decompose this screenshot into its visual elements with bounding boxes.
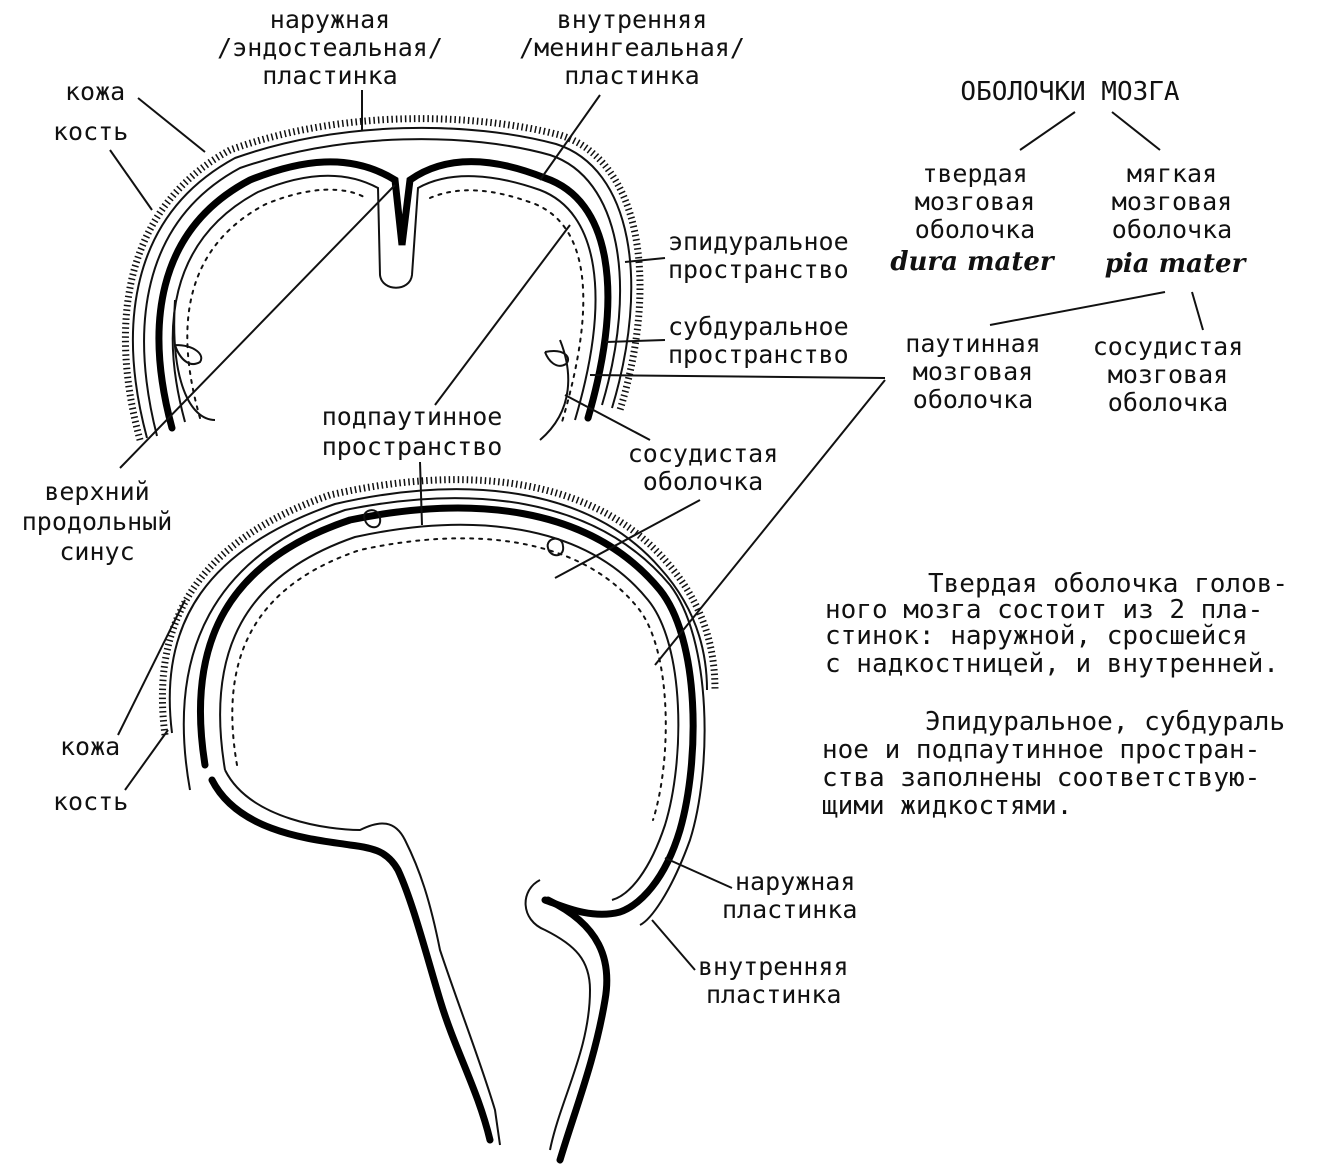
svg-text:с надкостницей, и внутренней.: с надкостницей, и внутренней. — [825, 649, 1279, 679]
svg-text:dura mater: dura mater — [890, 247, 1056, 277]
label-skin-bottom: кожа — [60, 732, 120, 761]
svg-text:мозговая: мозговая — [913, 357, 1033, 386]
label-subdural-space: субдуральное пространство — [668, 312, 849, 369]
svg-text:Эпидуральное, субдураль: Эпидуральное, субдураль — [925, 707, 1285, 737]
svg-text:pia mater: pia mater — [1105, 249, 1248, 279]
brainstem-dura-left — [212, 780, 490, 1140]
label-skin-top: кожа — [65, 77, 125, 106]
arachnoid-sagittal-outer — [184, 498, 705, 925]
svg-text:внутренняя: внутренняя — [698, 952, 849, 981]
label-bone-top: кость — [53, 117, 128, 146]
svg-text:эпидуральное: эпидуральное — [668, 227, 849, 256]
svg-text:субдуральное: субдуральное — [668, 312, 849, 341]
svg-text:твердая: твердая — [922, 159, 1027, 188]
tree-pia-mater: мягкая мозговая оболочка pia mater — [1105, 159, 1248, 279]
svg-text:/менингеальная/: /менингеальная/ — [519, 33, 745, 62]
svg-text:оболочка: оболочка — [643, 467, 763, 496]
tree-title: ОБОЛОЧКИ МОЗГА — [960, 77, 1179, 107]
svg-text:ства заполнены соответствую-: ства заполнены соответствую- — [822, 763, 1260, 793]
svg-text:ное и подпаутинное простран-: ное и подпаутинное простран- — [822, 735, 1260, 765]
svg-text:пластинка: пластинка — [262, 61, 397, 90]
svg-text:мозговая: мозговая — [915, 187, 1035, 216]
svg-text:продольный: продольный — [22, 507, 173, 536]
svg-text:сосудистая: сосудистая — [1093, 332, 1244, 361]
label-outer-plate-bottom: наружная пластинка — [722, 867, 857, 924]
coronal-section-drawing — [125, 119, 640, 440]
note-paragraph-2: Эпидуральное, субдураль ное и подпаутинн… — [822, 707, 1285, 821]
meninges-classification-tree: ОБОЛОЧКИ МОЗГА твердая мозговая оболочка… — [890, 77, 1247, 417]
svg-text:пластинка: пластинка — [722, 895, 857, 924]
tree-dura-mater: твердая мозговая оболочка dura mater — [890, 159, 1056, 277]
svg-text:сосудистая: сосудистая — [628, 439, 779, 468]
svg-text:наружная: наружная — [735, 867, 855, 896]
label-choroid: сосудистая оболочка — [628, 439, 779, 496]
svg-text:синус: синус — [59, 537, 134, 566]
dura-outer-plate — [159, 162, 608, 428]
svg-text:оболочка: оболочка — [1108, 388, 1228, 417]
label-superior-sagittal-sinus: верхний продольный синус — [22, 477, 173, 566]
svg-text:паутинная: паутинная — [905, 329, 1040, 358]
svg-text:мозговая: мозговая — [1108, 360, 1228, 389]
cortex-surface-right — [540, 340, 568, 440]
tree-arachnoid: паутинная мозговая оболочка — [905, 329, 1040, 414]
svg-text:подпаутинное: подпаутинное — [322, 402, 503, 431]
svg-text:пластинка: пластинка — [564, 61, 699, 90]
arachnoid-sagittal-inner — [220, 525, 678, 900]
sagittal-section-drawing — [162, 480, 715, 1160]
svg-text:пространство: пространство — [668, 255, 849, 284]
svg-text:пластинка: пластинка — [706, 980, 841, 1009]
svg-text:стинок: наружной, сросшейся: стинок: наружной, сросшейся — [825, 621, 1248, 651]
svg-text:щими жидкостями.: щими жидкостями. — [822, 791, 1072, 821]
svg-text:оболочка: оболочка — [915, 215, 1035, 244]
label-inner-plate: внутренняя /менингеальная/ пластинка — [519, 5, 745, 90]
pia-dotted-sagittal — [232, 538, 665, 820]
svg-text:наружная: наружная — [270, 5, 390, 34]
svg-text:верхний: верхний — [44, 477, 149, 506]
svg-text:мягкая: мягкая — [1127, 159, 1217, 188]
svg-text:внутренняя: внутренняя — [557, 5, 708, 34]
bone-layer-inner — [144, 139, 620, 436]
pia-dotted-line — [187, 190, 583, 422]
label-outer-plate: наружная /эндостеальная/ пластинка — [217, 5, 443, 90]
sinus-bump-right — [548, 539, 564, 556]
skin-layer — [125, 119, 640, 440]
svg-text:оболочка: оболочка — [1112, 215, 1232, 244]
label-epidural-space: эпидуральное пространство — [668, 227, 849, 284]
label-subarachnoid-space: подпаутинное пространство — [322, 402, 503, 461]
svg-text:оболочка: оболочка — [913, 385, 1033, 414]
label-bone-bottom: кость — [53, 787, 128, 816]
arachnoid-line — [173, 176, 596, 422]
label-inner-plate-bottom: внутренняя пластинка — [698, 952, 849, 1009]
skin-layer-sagittal — [162, 480, 715, 735]
svg-text:мозговая: мозговая — [1112, 187, 1232, 216]
svg-text:пространство: пространство — [668, 340, 849, 369]
note-paragraph-1: Твердая оболочка голов- ного мозга состо… — [825, 569, 1288, 679]
svg-text:пространство: пространство — [322, 432, 503, 461]
tree-vascular: сосудистая мозговая оболочка — [1093, 332, 1244, 417]
svg-text:/эндостеальная/: /эндостеальная/ — [217, 33, 443, 62]
dura-outer-sagittal — [200, 508, 693, 914]
